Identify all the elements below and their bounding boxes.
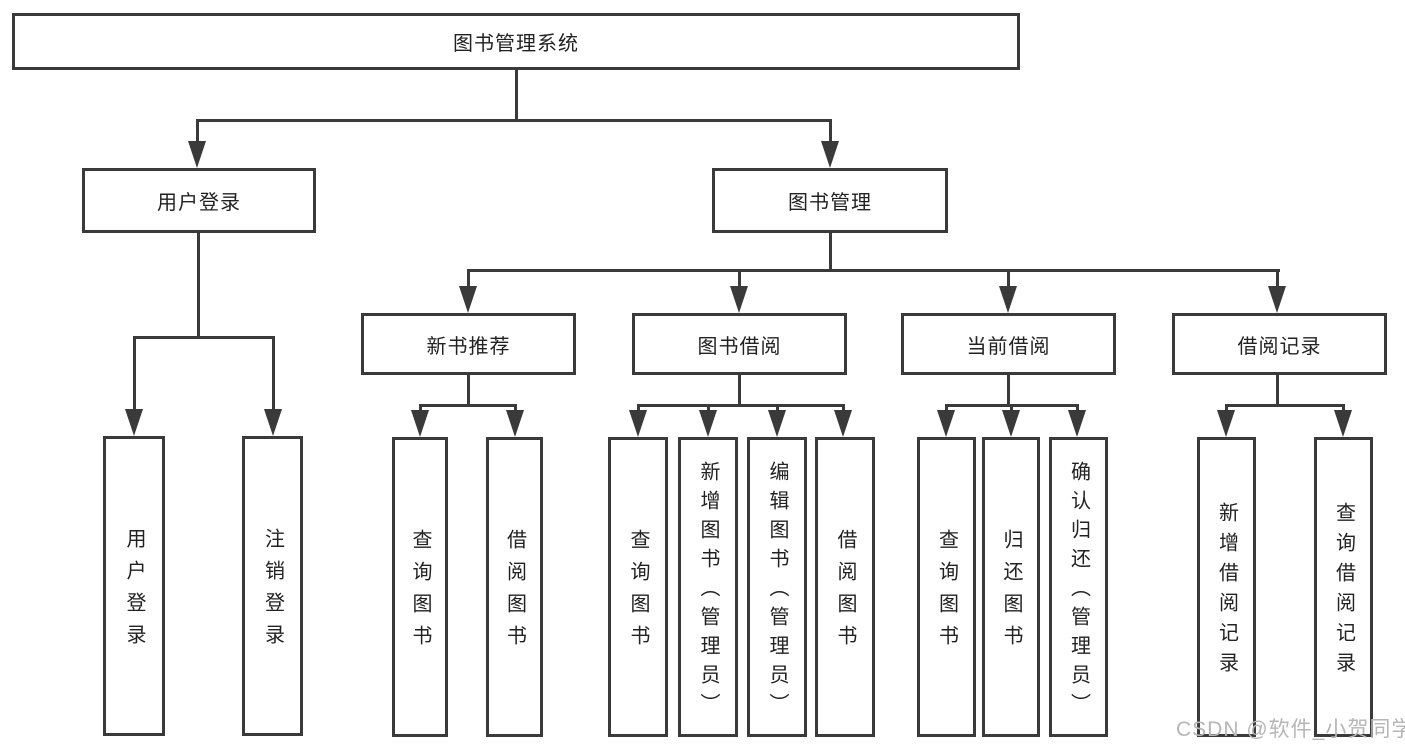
connector-drop	[841, 403, 845, 413]
connector-drop	[513, 403, 517, 413]
leaf-label: 借阅图书	[834, 529, 856, 657]
connector-level3-branch	[466, 268, 1280, 272]
leaf-label: 新增借阅记录	[1215, 502, 1238, 682]
leaf-query-borrow-record: 查询借阅记录	[1314, 437, 1373, 737]
arrowhead-down-icon	[1068, 410, 1086, 437]
leaf-label: 借阅图书	[503, 529, 526, 657]
connector-groupA-branch	[418, 403, 517, 407]
arrowhead-down-icon	[1002, 410, 1020, 437]
arrowhead-down-icon	[768, 410, 786, 437]
leaf-label: 查询借阅记录	[1332, 502, 1355, 682]
arrowhead-down-icon	[188, 141, 206, 168]
leaf-label: 归还图书	[1000, 529, 1022, 657]
leaf-label: 编辑图书（管理员）	[766, 461, 788, 722]
leaf-query-books-borrow: 查询图书	[608, 437, 668, 737]
node-label: 用户登录	[157, 192, 241, 214]
connector-user-stem	[197, 233, 200, 337]
leaf-add-book-admin: 新增图书（管理员）	[678, 437, 738, 737]
connector-drop	[636, 403, 640, 413]
leaf-label: 确认归还（管理员）	[1067, 461, 1090, 722]
connector-drop	[775, 403, 779, 413]
connector-drop	[418, 403, 422, 413]
connector-drop-books	[828, 118, 832, 145]
node-book-borrowing: 图书借阅	[632, 313, 847, 375]
watermark: CSDN @软件_小贺同学	[1176, 718, 1405, 741]
connector-drop	[1075, 403, 1079, 413]
arrowhead-down-icon	[1334, 410, 1352, 437]
connector-drop	[1009, 403, 1013, 413]
leaf-return-books: 归还图书	[982, 437, 1040, 737]
node-label: 借阅记录	[1237, 335, 1322, 358]
arrowhead-down-icon	[459, 286, 477, 313]
node-label: 新书推荐	[426, 335, 511, 358]
leaf-query-books-recommend: 查询图书	[392, 437, 448, 737]
node-label: 图书借阅	[697, 335, 782, 358]
connector-drop	[1006, 268, 1010, 290]
connector-drop	[706, 403, 710, 413]
leaf-label: 注销登录	[261, 528, 284, 656]
leaf-confirm-return-admin: 确认归还（管理员）	[1049, 437, 1108, 737]
arrowhead-down-icon	[125, 409, 143, 436]
leaf-edit-book-admin: 编辑图书（管理员）	[747, 437, 807, 737]
connector-groupB-branch	[636, 403, 845, 407]
leaf-borrow-books: 借阅图书	[815, 437, 875, 737]
arrowhead-down-icon	[1217, 410, 1235, 437]
leaf-label: 查询图书	[627, 529, 649, 657]
arrowhead-down-icon	[264, 409, 282, 436]
connector-groupD-branch	[1224, 403, 1345, 407]
connector-drop	[737, 268, 741, 290]
connector-groupA-stem	[466, 375, 470, 406]
connector-groupC-stem	[1007, 375, 1010, 406]
connector-drop	[271, 335, 275, 412]
arrowhead-down-icon	[699, 410, 717, 437]
node-label: 图书管理	[788, 192, 872, 214]
connector-drop	[1224, 403, 1228, 413]
leaf-logout: 注销登录	[242, 436, 303, 736]
connector-user-branch	[132, 335, 275, 339]
connector-groupB-stem	[738, 375, 741, 406]
leaf-add-borrow-record: 新增借阅记录	[1197, 437, 1256, 737]
connector-books-stem	[828, 233, 832, 270]
connector-root-stem	[514, 70, 518, 121]
leaf-label: 查询图书	[935, 529, 958, 657]
node-user-login: 用户登录	[82, 168, 316, 233]
connector-drop	[132, 335, 136, 412]
node-new-book-recommend: 新书推荐	[361, 313, 576, 375]
arrowhead-down-icon	[1268, 286, 1286, 313]
arrowhead-down-icon	[999, 286, 1017, 313]
arrowhead-down-icon	[821, 141, 839, 168]
root-node-label: 图书管理系统	[453, 33, 579, 55]
node-label: 当前借阅	[966, 335, 1051, 358]
connector-groupD-stem	[1276, 375, 1279, 406]
arrowhead-down-icon	[411, 410, 429, 437]
connector-drop	[944, 403, 948, 413]
leaf-user-login: 用户登录	[103, 436, 165, 736]
arrowhead-down-icon	[506, 410, 524, 437]
node-current-borrowing: 当前借阅	[901, 313, 1116, 375]
leaf-label: 用户登录	[123, 528, 145, 656]
connector-drop	[1341, 403, 1345, 413]
leaf-query-books-current: 查询图书	[917, 437, 976, 737]
arrowhead-down-icon	[937, 410, 955, 437]
leaf-label: 查询图书	[409, 529, 431, 657]
leaf-label: 新增图书（管理员）	[697, 461, 719, 722]
arrowhead-down-icon	[834, 410, 852, 437]
arrowhead-down-icon	[730, 286, 748, 313]
node-book-management: 图书管理	[712, 168, 948, 233]
connector-level2-branch	[195, 118, 832, 122]
leaf-borrow-books-recommend: 借阅图书	[486, 437, 543, 737]
connector-drop	[466, 268, 470, 290]
node-borrowing-records: 借阅记录	[1172, 313, 1387, 375]
arrowhead-down-icon	[629, 410, 647, 437]
connector-drop	[1275, 268, 1279, 290]
root-node: 图书管理系统	[12, 13, 1020, 70]
connector-drop-user	[195, 118, 199, 145]
